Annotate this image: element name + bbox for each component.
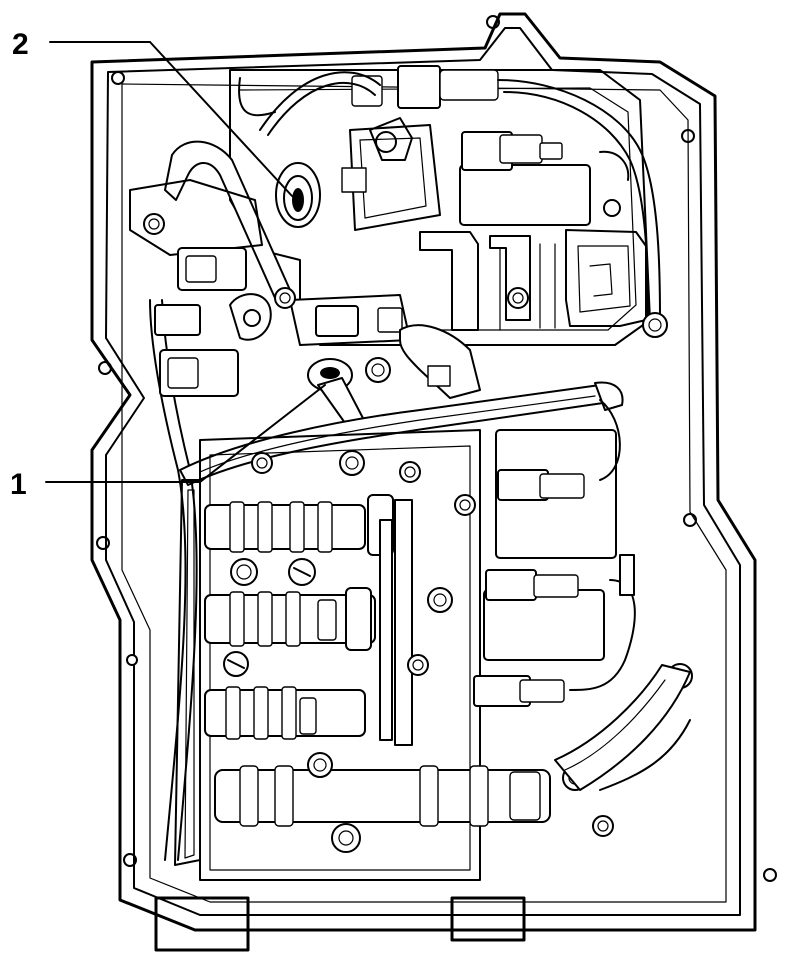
valve-spools: [204, 494, 551, 827]
middle-connector: [289, 294, 481, 399]
flange-bolt-holes: [96, 15, 777, 882]
pipe-2: [164, 140, 321, 299]
bottom-right-bracket: [554, 664, 691, 791]
callout-2: 2: [12, 28, 293, 197]
mounting-tabs: [154, 896, 526, 952]
callout-label-2: 2: [12, 28, 29, 61]
callout-1: 1: [10, 384, 326, 501]
left-connectors: [129, 179, 272, 397]
upper-valve-body: [229, 65, 651, 346]
pipe-1: [179, 358, 624, 486]
housing-outline: [90, 12, 757, 932]
right-solenoids: [473, 399, 636, 707]
callout-label-1: 1: [10, 468, 27, 501]
